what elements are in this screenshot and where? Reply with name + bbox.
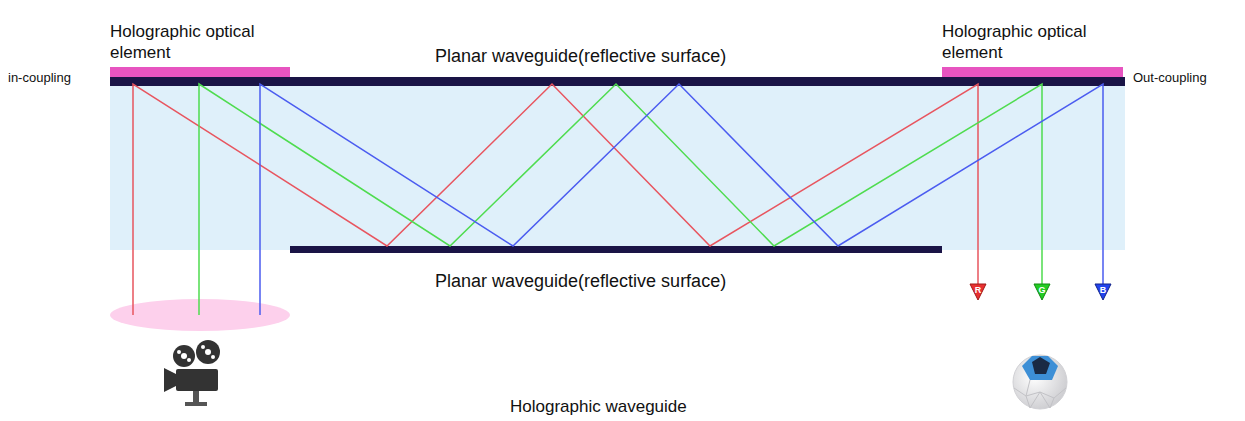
blue-arrowhead [1095,284,1111,300]
beam-spot [110,299,290,331]
color-channel-label: B [1100,285,1107,296]
hoe-layer [110,67,290,77]
waveguide-glass [110,80,1125,250]
green-arrowhead [1034,284,1050,300]
projector-icon [164,340,220,406]
surface-label: Planar waveguide(reflective surface) [435,46,726,68]
holographic-optical-element: Holographic optical element [942,21,1123,78]
diagram-caption: Holographic waveguide [510,397,687,417]
color-channel-label: R [975,285,982,296]
bottom-reflective-surface [290,246,942,253]
coupling-label: Out-coupling [1133,70,1207,86]
green-ray [199,84,1042,315]
surface-label: Planar waveguide(reflective surface) [435,271,726,293]
blue-ray [260,84,1103,315]
color-channel-label: G [1038,285,1045,296]
element-heading: Holographic optical element [942,21,1123,68]
coupling-label: in-coupling [8,70,71,86]
red-arrowhead [970,284,986,300]
viewer-sphere-icon [1013,355,1067,409]
element-heading: Holographic optical element [110,21,290,68]
holographic-optical-element: Holographic optical element [110,21,290,78]
hoe-layer [942,67,1123,77]
